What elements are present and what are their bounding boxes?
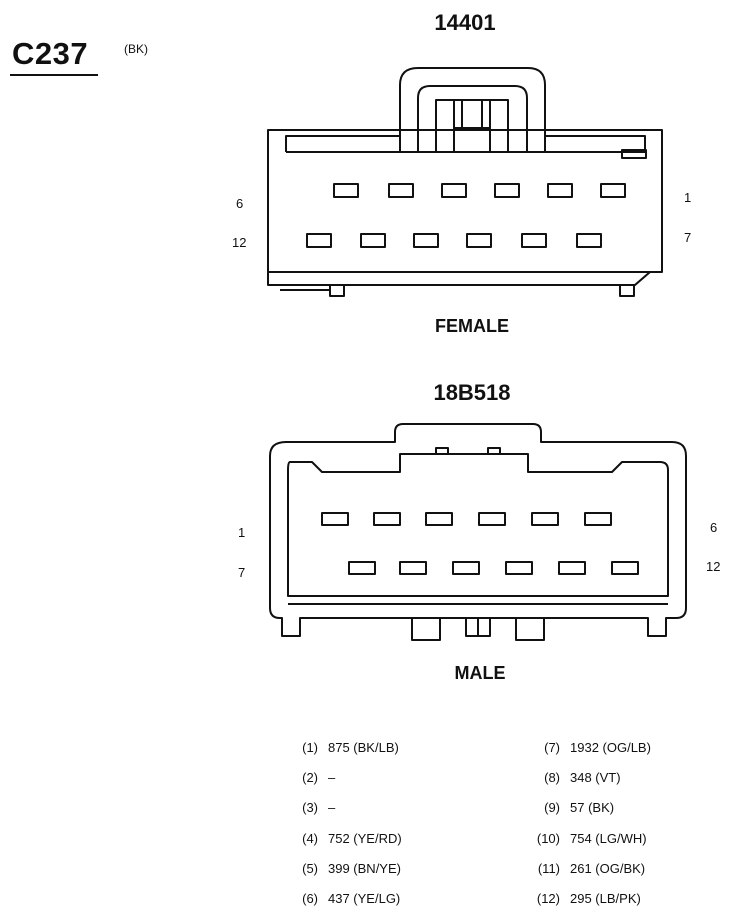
pin-number: (11)	[537, 861, 560, 876]
pin-number: (8)	[544, 770, 560, 785]
pin-number: (9)	[544, 800, 560, 815]
female-pin-label-1: 1	[684, 190, 692, 205]
pinout-row: (6) 437 (YE/LG)	[278, 889, 400, 909]
pinout-row: (1) 875 (BK/LB)	[278, 738, 399, 758]
female-connector-outline	[267, 67, 663, 297]
female-pin-cavities	[306, 183, 626, 248]
connector-color: (BK)	[124, 42, 148, 56]
pin-number: (12)	[536, 891, 560, 906]
circuit-id: –	[328, 770, 336, 785]
circuit-id: 752 (YE/RD)	[328, 831, 402, 846]
pinout-row: (8) 348 (VT)	[520, 768, 621, 788]
connector-id: C237	[12, 36, 89, 71]
male-part-number: 18B518	[433, 380, 511, 405]
female-part-number: 14401	[434, 10, 496, 35]
pinout-row: (12) 295 (LB/PK)	[520, 889, 641, 909]
pin-number: (1)	[302, 740, 318, 755]
female-pin-label-12: 12	[232, 235, 247, 250]
circuit-id: 348 (VT)	[570, 770, 621, 785]
male-connector-outline	[269, 423, 687, 641]
female-label: FEMALE	[435, 316, 509, 336]
pin-number: (10)	[536, 831, 560, 846]
pin-number: (6)	[302, 891, 318, 906]
circuit-id: 1932 (OG/LB)	[570, 740, 651, 755]
pinout-row: (4) 752 (YE/RD)	[278, 829, 402, 849]
circuit-id: 399 (BN/YE)	[328, 861, 401, 876]
circuit-id: 754 (LG/WH)	[570, 831, 647, 846]
connector-id-underline	[10, 74, 98, 76]
female-pin-label-7: 7	[684, 230, 692, 245]
circuit-id: –	[328, 800, 336, 815]
male-label: MALE	[454, 663, 506, 683]
circuit-id: 437 (YE/LG)	[328, 891, 401, 906]
pinout-row: (5) 399 (BN/YE)	[278, 859, 401, 879]
pin-number: (5)	[302, 861, 318, 876]
pin-number: (3)	[302, 800, 318, 815]
pinout-row: (9) 57 (BK)	[520, 798, 614, 818]
circuit-id: 875 (BK/LB)	[328, 740, 399, 755]
male-pin-cavities	[321, 512, 639, 575]
circuit-id: 57 (BK)	[570, 800, 615, 815]
pin-number: (7)	[544, 740, 560, 755]
pinout-row: (3)–	[278, 798, 335, 818]
circuit-id: 295 (LB/PK)	[570, 891, 641, 906]
male-pin-label-1: 1	[238, 525, 246, 540]
female-pin-label-6: 6	[236, 196, 244, 211]
male-pin-label-12: 12	[706, 559, 721, 574]
male-pin-label-6: 6	[710, 520, 718, 535]
male-pin-label-7: 7	[238, 565, 246, 580]
pin-number: (2)	[302, 770, 318, 785]
pin-number: (4)	[302, 831, 318, 846]
pinout-row: (10) 754 (LG/WH)	[520, 829, 647, 849]
pinout-row: (7) 1932 (OG/LB)	[520, 738, 651, 758]
circuit-id: 261 (OG/BK)	[570, 861, 646, 876]
pinout-row: (2)–	[278, 768, 335, 788]
pinout-row: (11) 261 (OG/BK)	[520, 859, 645, 879]
